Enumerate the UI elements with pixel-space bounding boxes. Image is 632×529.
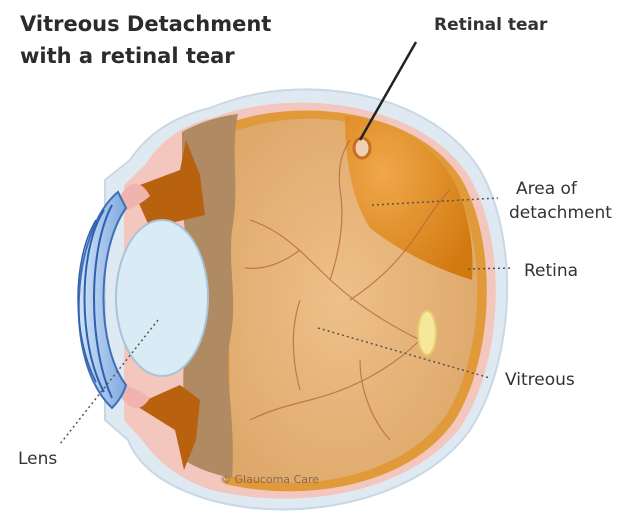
- retinal-tear-marker: [354, 138, 370, 158]
- page-title: Vitreous Detachment with a retinal tear: [20, 8, 271, 72]
- optic-disc: [418, 311, 436, 355]
- label-retinal-tear: Retinal tear: [434, 14, 547, 36]
- lens-shape: [116, 220, 208, 376]
- watermark: © Glaucoma Care: [220, 473, 319, 486]
- label-retina: Retina: [524, 260, 578, 282]
- title-line-1: Vitreous Detachment: [20, 8, 271, 40]
- label-vitreous: Vitreous: [505, 369, 575, 391]
- label-lens: Lens: [18, 448, 57, 470]
- title-line-2: with a retinal tear: [20, 40, 271, 72]
- label-area-of-detachment-line2: detachment: [509, 202, 612, 224]
- label-area-of-detachment-line1: Area of: [516, 178, 577, 200]
